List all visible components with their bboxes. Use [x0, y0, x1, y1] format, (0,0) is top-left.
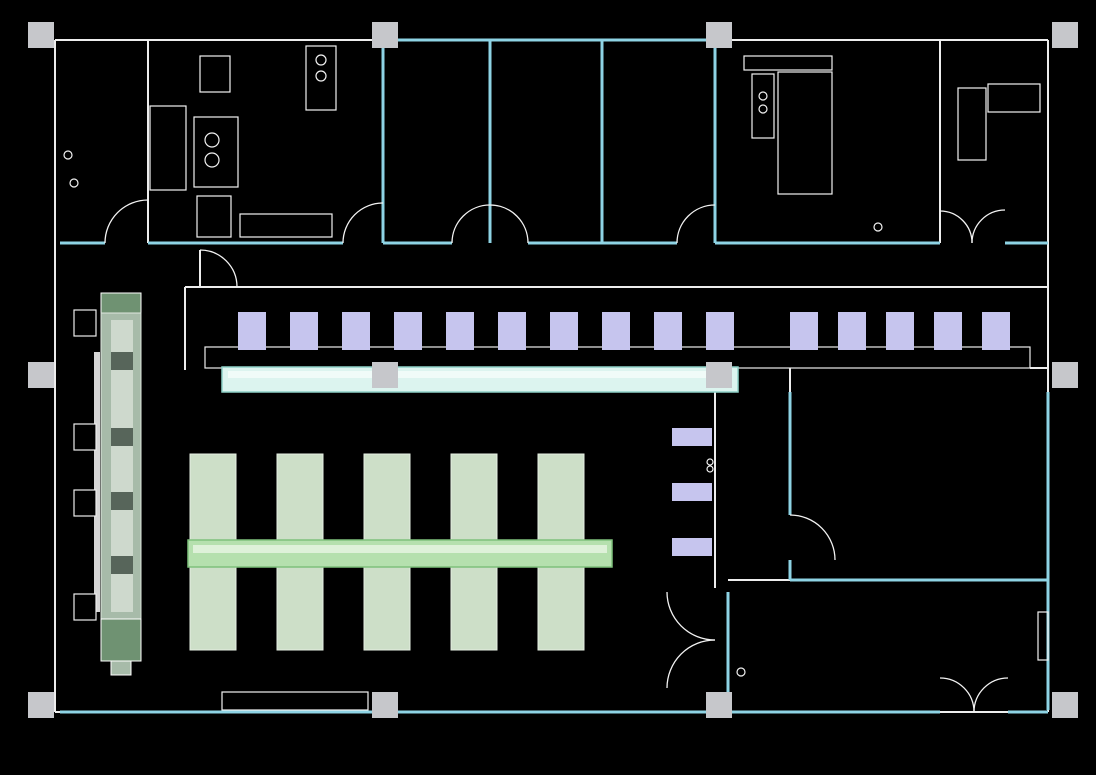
chair	[602, 312, 630, 350]
grid-column	[706, 362, 732, 388]
cabinet-top-cap	[100, 292, 142, 314]
furniture-outline	[199, 55, 231, 93]
chair	[838, 312, 866, 350]
furniture-outline	[239, 213, 333, 238]
furniture-circle	[204, 132, 220, 148]
chair	[886, 312, 914, 350]
chair	[550, 312, 578, 350]
door-swing-arc	[971, 209, 1006, 244]
door-swing-arc	[939, 677, 975, 713]
furniture-circle	[758, 104, 768, 114]
furniture-outline	[751, 73, 775, 139]
chair	[446, 312, 474, 350]
furniture-circle	[736, 667, 746, 677]
cabinet-module	[111, 556, 133, 574]
chair	[706, 312, 734, 350]
cabinet-rail	[94, 352, 100, 612]
furniture-outline	[777, 71, 833, 195]
furniture-circle	[706, 458, 714, 466]
cabinet-module	[111, 352, 133, 370]
side-shelf	[672, 538, 712, 556]
chair	[238, 312, 266, 350]
door-swing-arc	[666, 591, 716, 641]
door-swing-arc	[676, 204, 716, 244]
furniture-outline	[149, 105, 187, 191]
cabinet-module	[111, 428, 133, 446]
counter-bar-highlight	[228, 371, 732, 378]
furniture-outline	[221, 691, 369, 711]
furniture-outline	[196, 195, 232, 238]
furniture-circle	[873, 222, 883, 232]
door-swing-arc	[342, 202, 384, 244]
grid-column	[28, 362, 54, 388]
grid-column	[28, 692, 54, 718]
furniture-outline	[1037, 611, 1049, 661]
grid-column	[1052, 692, 1078, 718]
desk-bar	[187, 539, 613, 568]
grid-column	[706, 692, 732, 718]
cabinet-bottom-cap	[100, 618, 142, 662]
desk-bar-highlight	[193, 545, 607, 553]
cabinet-module	[111, 492, 133, 510]
chair	[934, 312, 962, 350]
grid-column	[706, 22, 732, 48]
grid-column	[372, 22, 398, 48]
chair	[790, 312, 818, 350]
chair	[342, 312, 370, 350]
door-swing-arc	[973, 677, 1009, 713]
wall-hook	[73, 593, 97, 621]
door-swing-arc	[789, 514, 836, 561]
grid-column	[1052, 362, 1078, 388]
furniture-outline	[743, 55, 833, 71]
grid-column	[372, 692, 398, 718]
door-swing-arc	[489, 204, 529, 244]
furniture-circle	[315, 70, 327, 82]
grid-column	[1052, 22, 1078, 48]
grid-column	[28, 22, 54, 48]
furniture-outline	[987, 83, 1041, 113]
door-swing-arc	[451, 204, 491, 244]
furniture-circle	[69, 178, 79, 188]
cabinet-inner-column	[111, 320, 133, 612]
chair	[290, 312, 318, 350]
furniture-outline	[957, 87, 987, 161]
side-shelf	[672, 483, 712, 501]
wall-hook	[73, 423, 97, 451]
grid-column	[372, 362, 398, 388]
furniture-circle	[706, 465, 714, 473]
counter-bar	[221, 366, 739, 393]
furniture-circle	[315, 54, 327, 66]
door-swing-arc	[939, 210, 973, 244]
chair	[982, 312, 1010, 350]
furniture-circle	[204, 152, 220, 168]
chair	[654, 312, 682, 350]
furniture-circle	[63, 150, 73, 160]
furniture-circle	[758, 91, 768, 101]
door-swing-arc	[199, 249, 238, 288]
furniture-outline	[305, 45, 337, 111]
chair	[498, 312, 526, 350]
chair	[394, 312, 422, 350]
furniture-outline	[193, 116, 239, 188]
wall-hook	[73, 309, 97, 337]
cabinet-foot	[110, 660, 132, 676]
wall-hook	[73, 489, 97, 517]
door-swing-arc	[666, 639, 716, 689]
door-swing-arc	[104, 199, 149, 244]
side-shelf	[672, 428, 712, 446]
